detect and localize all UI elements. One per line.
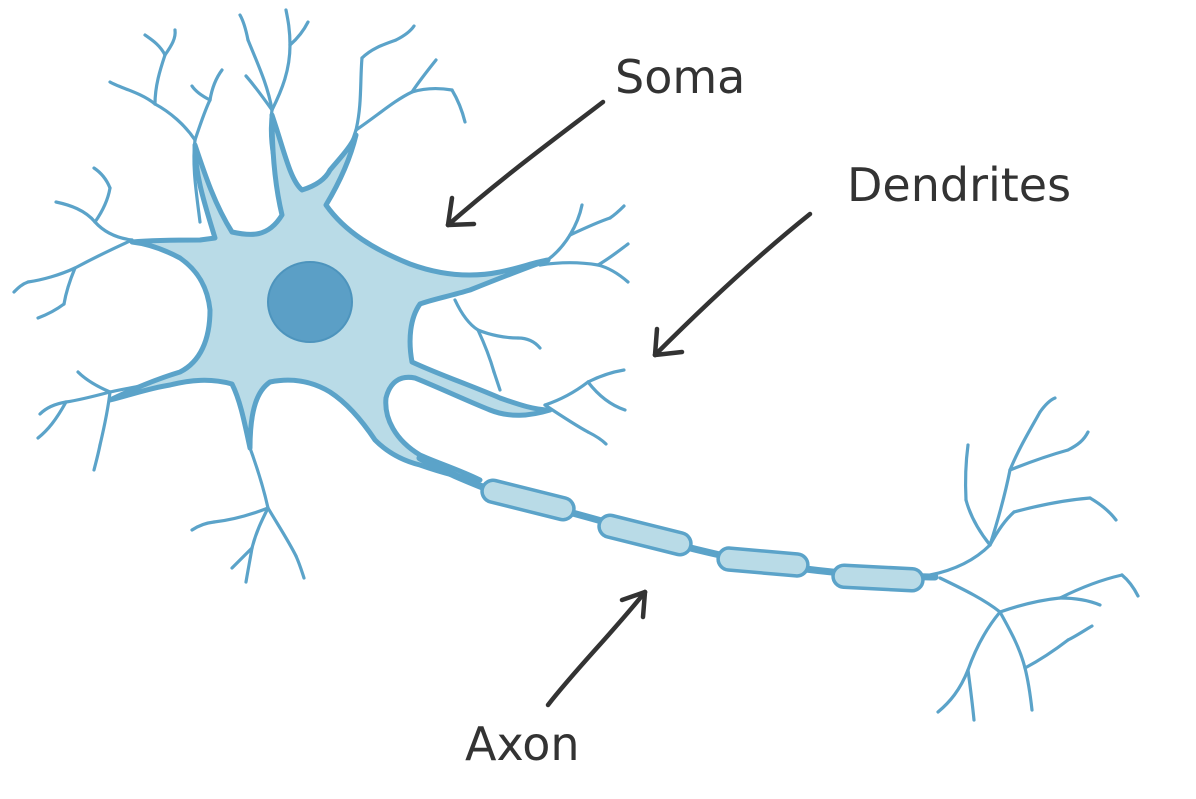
axon [416, 454, 939, 593]
dendrite-right-upper [538, 203, 630, 284]
dendrites-label: Dendrites [847, 158, 1071, 212]
myelin-sheath [831, 563, 925, 593]
label-axon-group: Axon [465, 589, 648, 771]
soma-arrow [445, 99, 606, 228]
label-dendrites-group: Dendrites [652, 158, 1071, 358]
myelin-sheath [597, 513, 693, 557]
axon-terminal [928, 396, 1140, 722]
nucleus [267, 261, 353, 343]
dendrite-left [12, 166, 134, 320]
soma-label: Soma [615, 50, 745, 104]
myelin-sheaths [480, 478, 925, 593]
axon-arrow [545, 589, 648, 708]
axon-label: Axon [465, 717, 580, 771]
label-soma-group: Soma [445, 50, 745, 228]
dendrites-arrow [652, 211, 813, 358]
myelin-sheath [480, 478, 576, 522]
dendrite-bottom [190, 446, 306, 584]
dendrite-right-lower [543, 368, 627, 446]
dendrites [12, 8, 1140, 722]
axon-fiber [416, 454, 939, 581]
dendrite-right-middle [453, 298, 542, 392]
myelin-sheath [716, 546, 810, 578]
